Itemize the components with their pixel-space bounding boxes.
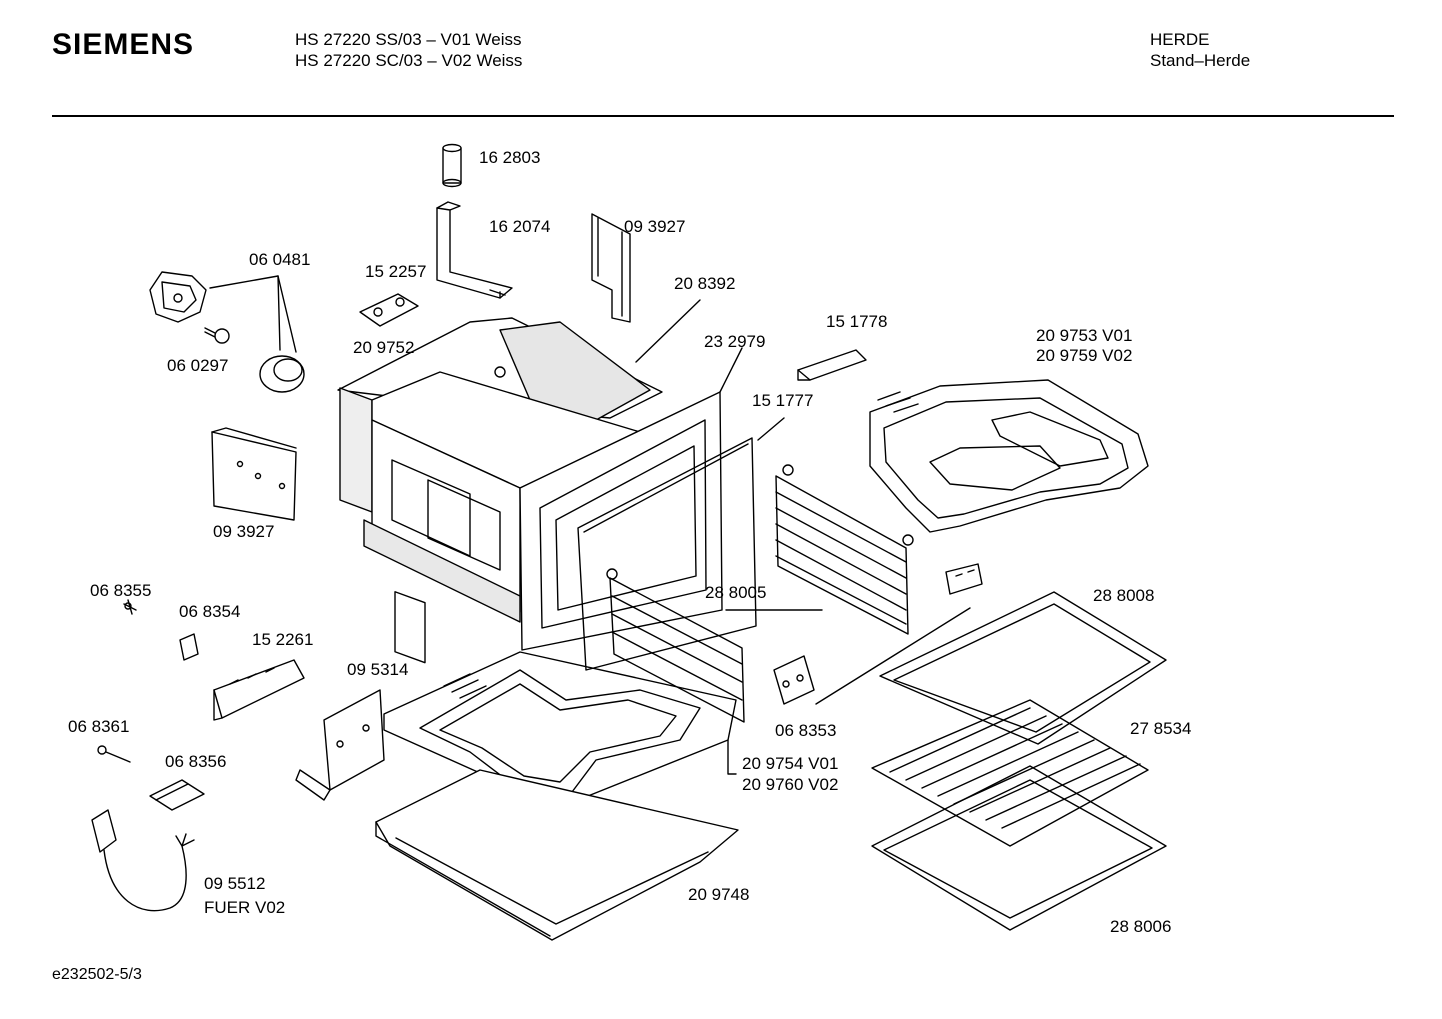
part-label-068354: 06 8354 [179, 602, 241, 621]
part-068353-b-drawing [946, 564, 982, 594]
part-label-209760-v02: 20 9760 V02 [742, 775, 839, 794]
part-060297-drawing [205, 328, 229, 343]
part-label-093927-top: 09 3927 [624, 217, 686, 236]
document-code: e232502-5/3 [52, 966, 142, 983]
leader-060481-b [278, 276, 280, 350]
model-line-2: HS 27220 SC/03 – V02 Weiss [295, 51, 523, 70]
part-068356-drawing [150, 780, 204, 810]
part-label-151778: 15 1778 [826, 312, 888, 331]
part-label-060481: 06 0481 [249, 250, 311, 269]
part-label-152261: 15 2261 [252, 630, 314, 649]
front-frame-drawing [520, 392, 722, 650]
leader-208392 [636, 300, 700, 362]
part-label-288005: 28 8005 [705, 583, 767, 602]
part-label-232979: 23 2979 [704, 332, 766, 351]
part-label-162803: 16 2803 [479, 148, 541, 167]
part-209748-drawing [376, 770, 738, 940]
part-093927-left-drawing [212, 428, 296, 520]
part-288005-left-drawing [607, 569, 744, 722]
part-label-209759-v02: 20 9759 V02 [1036, 346, 1133, 365]
part-label-208392: 20 8392 [674, 274, 736, 293]
part-162074-drawing [437, 202, 512, 298]
part-068361-drawing [98, 746, 130, 762]
model-line-1: HS 27220 SS/03 – V01 Weiss [295, 30, 522, 49]
part-151778-drawing [798, 350, 866, 380]
part-label-095314: 09 5314 [347, 660, 409, 679]
part-label-068353: 06 8353 [775, 721, 837, 740]
leader-151777 [758, 418, 784, 440]
part-label-288006: 28 8006 [1110, 917, 1172, 936]
part-label-068361: 06 8361 [68, 717, 130, 736]
leader-209754 [728, 740, 736, 774]
oven-body-drawing [338, 318, 662, 663]
part-095512-drawing [92, 810, 194, 911]
part-151777-drawing [578, 438, 756, 670]
part-label-209754-v01: 20 9754 V01 [742, 754, 839, 773]
header-divider [52, 115, 1394, 117]
part-label-151777: 15 1777 [752, 391, 814, 410]
part-278534-drawing [872, 700, 1148, 846]
part-label-068355: 06 8355 [90, 581, 152, 600]
leader-068353 [816, 608, 970, 704]
part-095314-drawing [296, 690, 384, 800]
part-060481-drawing [150, 272, 206, 322]
part-068354-drawing [180, 634, 198, 660]
part-068355-drawing [124, 600, 136, 614]
part-152261-drawing [214, 660, 304, 720]
part-label-060297: 06 0297 [167, 356, 229, 375]
part-label-278534: 27 8534 [1130, 719, 1192, 738]
part-288006-drawing [872, 766, 1166, 930]
part-label-152257: 15 2257 [365, 262, 427, 281]
category-line-1: HERDE [1150, 30, 1210, 49]
brand-logo: SIEMENS [52, 28, 195, 61]
part-152257-drawing [360, 294, 418, 326]
part-093927-top-drawing [592, 214, 630, 322]
part-label-fuer-v02: FUER V02 [204, 898, 286, 917]
part-label-068356: 06 8356 [165, 752, 227, 771]
part-label-209752: 20 9752 [353, 338, 415, 357]
part-209754-drawing [384, 652, 736, 808]
part-288008-drawing [880, 592, 1166, 744]
part-label-095512: 09 5512 [204, 874, 266, 893]
leader-232979 [720, 348, 742, 392]
part-162803-drawing [443, 145, 461, 187]
part-label-288008: 28 8008 [1093, 586, 1155, 605]
part-label-209753-v01: 20 9753 V01 [1036, 326, 1133, 345]
part-label-093927-left: 09 3927 [213, 522, 275, 541]
part-288005-right-drawing [776, 465, 913, 634]
part-068353-drawing [774, 656, 814, 704]
lamp-cover-drawing [260, 356, 304, 392]
part-label-162074: 16 2074 [489, 217, 551, 236]
category-line-2: Stand–Herde [1150, 51, 1251, 70]
part-209753-drawing [870, 380, 1148, 532]
part-label-209748: 20 9748 [688, 885, 750, 904]
